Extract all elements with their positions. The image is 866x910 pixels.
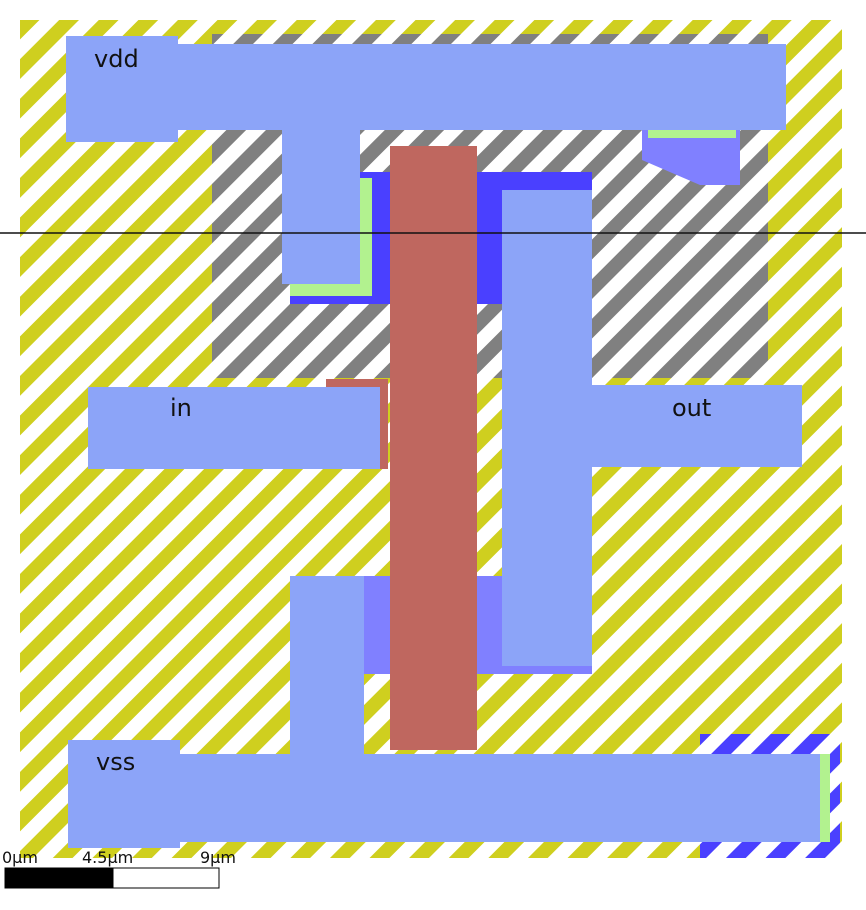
scale-bar: 0µm 4.5µm 9µm	[2, 848, 236, 889]
scale-tick-2: 9µm	[200, 848, 236, 867]
vdd-rail	[66, 44, 786, 130]
vss-rail	[68, 754, 820, 842]
top-right-contact	[642, 126, 740, 185]
scale-tick-1: 4.5µm	[82, 848, 133, 867]
vdd-rail-left-tab	[66, 36, 178, 142]
scale-bar-black-segment	[4, 867, 114, 889]
scale-bar-white-segment	[112, 867, 220, 889]
out-label: out	[672, 394, 711, 422]
vss-label: vss	[96, 748, 135, 776]
vss-drop	[290, 576, 364, 776]
vdd-label: vdd	[94, 45, 139, 73]
top-right-highlight	[648, 128, 736, 138]
in-pin-wire	[88, 387, 380, 469]
vdd-drop	[282, 124, 360, 284]
in-label: in	[170, 394, 192, 422]
scale-tick-0: 0µm	[2, 848, 38, 867]
poly-gate	[390, 146, 477, 750]
vss-rail-left-tab	[68, 740, 180, 848]
out-pin-wire	[502, 385, 802, 467]
